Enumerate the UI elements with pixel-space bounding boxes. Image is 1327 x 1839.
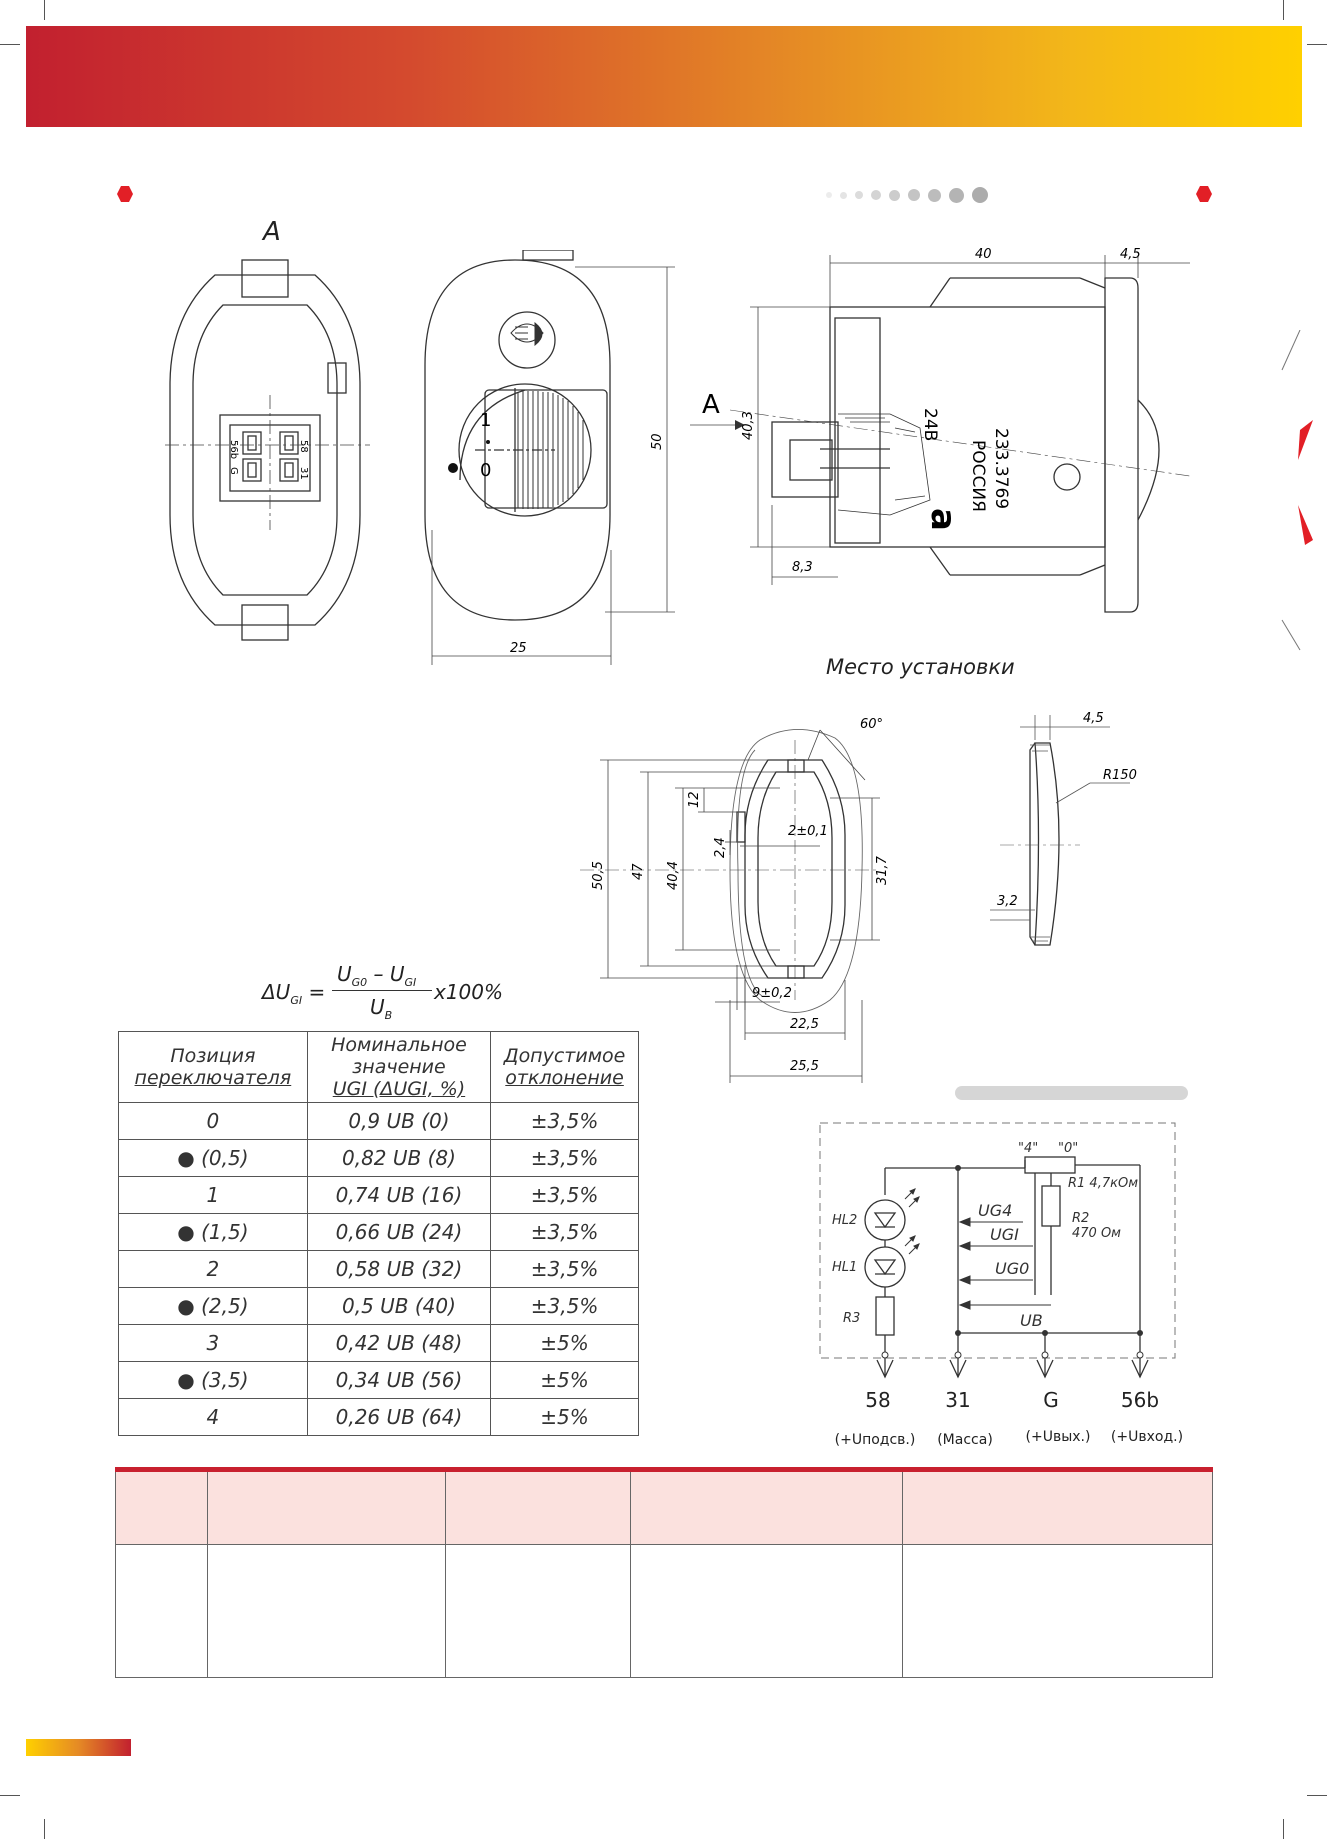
body-country: РОССИЯ bbox=[968, 440, 988, 512]
dim-cutout-d1: 50,5 bbox=[591, 861, 606, 890]
dim-profile-step: 3,2 bbox=[997, 894, 1018, 909]
dim-cutout-d8: 9±0,2 bbox=[752, 986, 792, 1001]
dot-marker bbox=[448, 463, 458, 473]
section-marker-icon bbox=[117, 186, 133, 202]
u-label-b: UB bbox=[1020, 1311, 1043, 1330]
table-row: ● (3,5)0,34 UB (56)±5% bbox=[118, 1361, 639, 1399]
formula-tail: x100% bbox=[434, 980, 504, 1004]
terminal-g: G bbox=[1043, 1388, 1059, 1412]
terminal-g-desc: (+Uвых.) bbox=[1026, 1429, 1091, 1445]
dim-cutout-d10: 25,5 bbox=[790, 1059, 819, 1074]
dim-angle: 60° bbox=[860, 717, 883, 732]
front-view-drawing: 1 0 25 50 bbox=[424, 250, 675, 665]
u-label-gi: UGI bbox=[990, 1225, 1019, 1244]
side-view-drawing: 40 4,5 40,3 8,3 A 233.3769 РОССИЯ 24В a bbox=[690, 247, 1191, 613]
edge-decoration bbox=[1281, 330, 1313, 651]
dim-cutout-d9: 22,5 bbox=[790, 1017, 819, 1032]
dim-side-flange: 4,5 bbox=[1120, 247, 1141, 262]
crop-mark bbox=[0, 44, 20, 45]
pin-label-56b: 56b bbox=[228, 440, 239, 459]
pos-label-0: "0" bbox=[1058, 1141, 1078, 1156]
pin-label-g: G bbox=[228, 467, 239, 475]
header-banner bbox=[26, 26, 1302, 127]
crop-mark bbox=[1307, 44, 1327, 45]
pin-label-31: 31 bbox=[298, 467, 309, 480]
u-label-g4: UG4 bbox=[978, 1201, 1012, 1220]
terminal-58-desc: (+Uподсв.) bbox=[835, 1432, 916, 1448]
dim-cutout-d4: 12 bbox=[687, 791, 702, 808]
manufacturer-logo-icon: a bbox=[923, 508, 963, 531]
profile-drawing: 4,5 R150 3,2 bbox=[990, 711, 1137, 946]
knob-mark-0: 0 bbox=[480, 460, 491, 481]
u-label-g0: UG0 bbox=[995, 1259, 1029, 1278]
r2-label: R2 bbox=[1072, 1211, 1089, 1226]
dim-side-length: 40 bbox=[975, 247, 992, 262]
r2-value: 470 Ом bbox=[1072, 1226, 1121, 1241]
terminal-56b: 56b bbox=[1121, 1388, 1159, 1412]
crop-mark bbox=[44, 1819, 45, 1839]
terminal-31: 31 bbox=[945, 1388, 970, 1412]
dim-profile-radius: R150 bbox=[1103, 768, 1137, 783]
decorative-dots bbox=[826, 187, 988, 203]
view-a-label: A bbox=[263, 217, 281, 247]
dim-cutout-d2: 47 bbox=[631, 863, 646, 880]
mounting-caption: Место установки bbox=[826, 655, 1015, 679]
bottom-table bbox=[115, 1467, 1213, 1678]
body-part-number: 233.3769 bbox=[991, 428, 1011, 509]
dim-cutout-d3: 40,4 bbox=[666, 861, 681, 890]
dim-cutout-d7: 31,7 bbox=[875, 855, 890, 885]
hl1-label: HL1 bbox=[832, 1260, 857, 1275]
footer-bar bbox=[26, 1739, 131, 1756]
terminal-56b-desc: (+Uвход.) bbox=[1111, 1429, 1183, 1445]
crop-mark bbox=[1307, 1795, 1327, 1796]
body-voltage: 24В bbox=[920, 408, 940, 441]
cutout-drawing: 60° 50,5 47 40,4 12 2,4 2±0,1 31,7 9±0,2… bbox=[580, 717, 890, 1083]
formula: ΔUGI = UG0 – UGI UB x100% bbox=[262, 962, 504, 1022]
crop-mark bbox=[0, 1795, 20, 1796]
pin-label-58: 58 bbox=[298, 440, 309, 453]
r3-label: R3 bbox=[843, 1311, 860, 1326]
dim-cutout-d5: 2,4 bbox=[713, 837, 728, 858]
r1-label: R1 4,7кОм bbox=[1068, 1176, 1138, 1191]
crop-mark bbox=[1283, 0, 1284, 20]
hl2-label: HL2 bbox=[832, 1213, 857, 1228]
fraction-bar bbox=[332, 990, 432, 991]
bottom-table-header bbox=[115, 1472, 1213, 1544]
dim-side-height: 40,3 bbox=[741, 411, 756, 440]
view-a-drawing: 56b 58 G 31 bbox=[165, 259, 370, 641]
terminal-31-desc: (Масса) bbox=[937, 1432, 993, 1448]
terminal-58: 58 bbox=[865, 1388, 890, 1412]
section-marker-icon bbox=[1196, 186, 1212, 202]
table-row: ● (1,5)0,66 UB (24)±3,5% bbox=[118, 1213, 639, 1251]
pos-label-4: "4" bbox=[1018, 1141, 1038, 1156]
dim-side-depth: 8,3 bbox=[792, 560, 813, 575]
crop-mark bbox=[1283, 1819, 1284, 1839]
knob-mark-1: 1 bbox=[480, 410, 491, 431]
table-row: ● (0,5)0,82 UB (8)±3,5% bbox=[118, 1139, 639, 1177]
dim-profile-thickness: 4,5 bbox=[1083, 711, 1104, 726]
dim-cutout-d6: 2±0,1 bbox=[788, 824, 828, 839]
crop-mark bbox=[44, 0, 45, 20]
dim-front-width: 25 bbox=[510, 641, 527, 656]
formula-lhs: ΔUGI = bbox=[262, 980, 326, 1007]
table-row: ● (2,5)0,5 UB (40)±3,5% bbox=[118, 1287, 639, 1325]
formula-denominator: UB bbox=[370, 995, 393, 1022]
section-heading-bar bbox=[955, 1086, 1188, 1100]
formula-numerator: UG0 – UGI bbox=[337, 962, 417, 989]
wiring-schematic: "4" "0" R1 4,7кОм R2 470 Ом R3 HL2 HL1 U… bbox=[819, 1122, 1183, 1448]
side-arrow-label: A bbox=[702, 390, 720, 420]
dim-front-height: 50 bbox=[650, 433, 665, 450]
